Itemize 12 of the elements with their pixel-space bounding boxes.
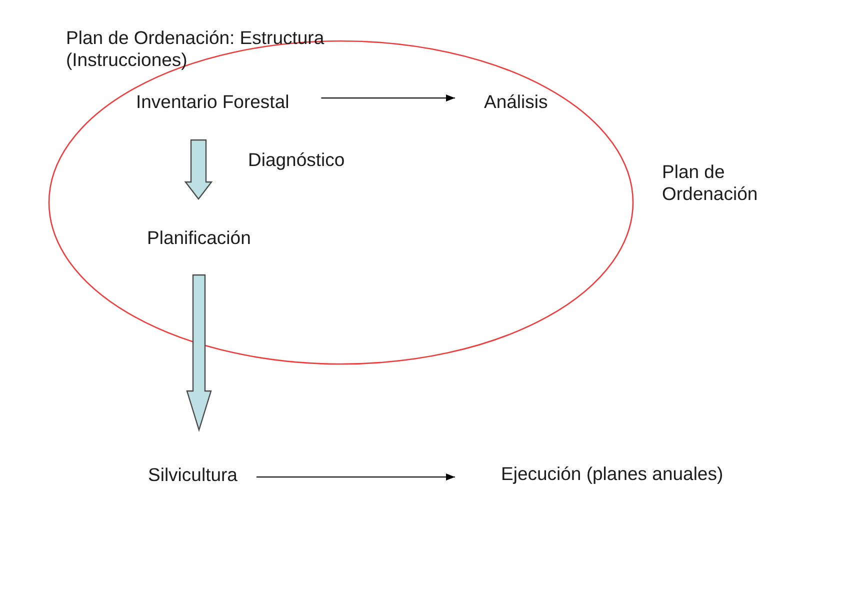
edge-label: Diagnóstico — [248, 149, 345, 171]
block-arrow — [186, 274, 212, 432]
node-text: Ejecución (planes anuales) — [501, 463, 724, 485]
arrow — [256, 474, 456, 480]
node-text: Planificación — [147, 227, 251, 249]
node-text: Silvicultura — [148, 464, 238, 486]
region-label: Plan de Ordenación — [662, 161, 759, 205]
diagram-title: Plan de Ordenación: Estructura (Instrucciones) — [66, 27, 326, 71]
node-text: Análisis — [484, 91, 548, 113]
block-arrow — [184, 139, 213, 200]
node-text: Inventario Forestal — [136, 91, 290, 113]
arrow — [320, 94, 456, 102]
